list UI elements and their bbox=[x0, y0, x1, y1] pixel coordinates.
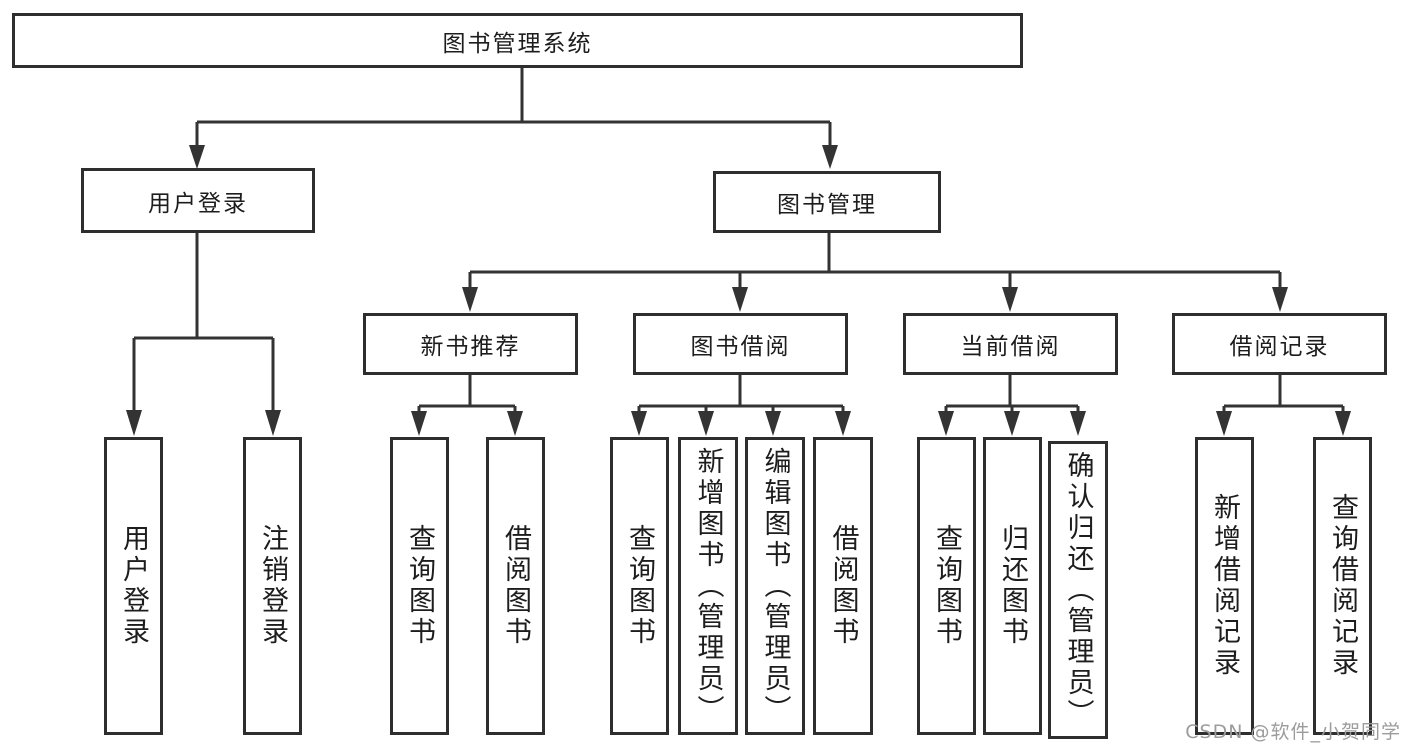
leaf-br-query-borrow-record-label: 查询借阅记录 bbox=[1327, 493, 1358, 679]
leaf-br-add-borrow-record-label: 新增借阅记录 bbox=[1209, 493, 1240, 679]
leaf-cb-confirm-return-admin-label: 确认归还（管理员） bbox=[1062, 450, 1094, 730]
leaf-nb-borrow-books-label: 借阅图书 bbox=[500, 524, 531, 648]
node-book-management-label: 图书管理 bbox=[777, 192, 877, 218]
node-current-borrow-label: 当前借阅 bbox=[960, 334, 1061, 360]
node-new-book-recommend: 新书推荐 bbox=[363, 313, 578, 375]
leaf-bb-query-books-label: 查询图书 bbox=[624, 524, 655, 648]
csdn-watermark: CSDN @软件_小贺同学 bbox=[1185, 721, 1401, 743]
node-book-borrow: 图书借阅 bbox=[633, 313, 848, 375]
leaf-bb-borrow-books-label: 借阅图书 bbox=[827, 524, 859, 648]
leaf-logout-login: 注销登录 bbox=[243, 437, 302, 735]
leaf-br-add-borrow-record: 新增借阅记录 bbox=[1195, 437, 1254, 735]
leaf-bb-query-books: 查询图书 bbox=[610, 437, 669, 735]
leaf-cb-return-books-label: 归还图书 bbox=[997, 524, 1028, 648]
leaf-nb-query-books-label: 查询图书 bbox=[404, 524, 435, 648]
node-new-book-recommend-label: 新书推荐 bbox=[420, 334, 521, 360]
node-root-label: 图书管理系统 bbox=[442, 30, 593, 57]
leaf-br-query-borrow-record: 查询借阅记录 bbox=[1313, 437, 1372, 735]
leaf-logout-login-label: 注销登录 bbox=[257, 524, 288, 648]
leaf-user-login: 用户登录 bbox=[104, 437, 163, 735]
node-user-login-label: 用户登录 bbox=[148, 190, 248, 217]
leaf-bb-borrow-books: 借阅图书 bbox=[813, 437, 873, 735]
leaf-cb-return-books: 归还图书 bbox=[983, 437, 1042, 735]
leaf-bb-edit-books-admin: 编辑图书（管理员） bbox=[745, 437, 805, 735]
node-borrow-records: 借阅记录 bbox=[1172, 313, 1387, 375]
node-root: 图书管理系统 bbox=[12, 13, 1023, 68]
node-current-borrow: 当前借阅 bbox=[903, 313, 1118, 375]
leaf-user-login-label: 用户登录 bbox=[118, 524, 149, 648]
leaf-bb-edit-books-admin-label: 编辑图书（管理员） bbox=[759, 446, 791, 726]
node-book-management: 图书管理 bbox=[713, 171, 941, 233]
node-book-borrow-label: 图书借阅 bbox=[690, 334, 791, 360]
leaf-cb-query-books: 查询图书 bbox=[917, 437, 976, 735]
leaf-cb-query-books-label: 查询图书 bbox=[931, 524, 962, 648]
leaf-bb-add-books-admin-label: 新增图书（管理员） bbox=[692, 446, 724, 726]
leaf-nb-borrow-books: 借阅图书 bbox=[486, 437, 545, 735]
leaf-cb-confirm-return-admin: 确认归还（管理员） bbox=[1048, 441, 1108, 739]
leaf-bb-add-books-admin: 新增图书（管理员） bbox=[678, 437, 738, 735]
node-borrow-records-label: 借阅记录 bbox=[1229, 334, 1330, 360]
leaf-nb-query-books: 查询图书 bbox=[390, 437, 449, 735]
node-user-login: 用户登录 bbox=[81, 168, 315, 233]
